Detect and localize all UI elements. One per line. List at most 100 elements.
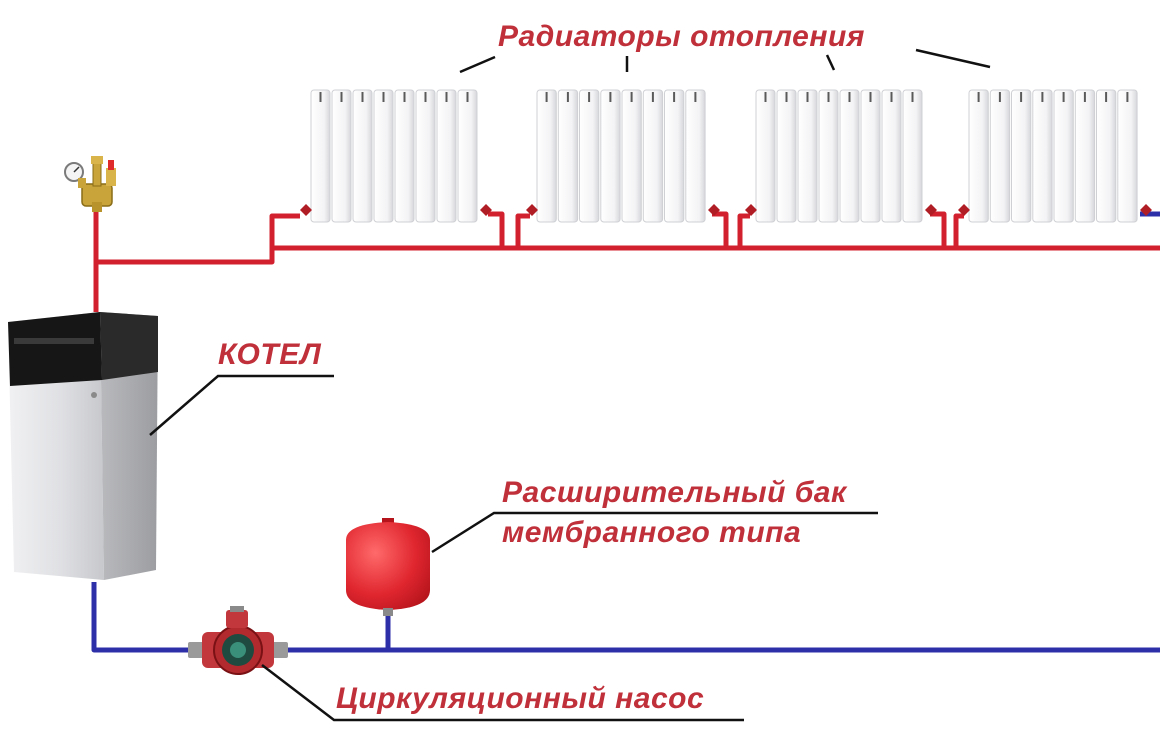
- return-pipes: [91, 211, 1160, 653]
- radiator-section: [839, 89, 860, 223]
- supply-pipes: [93, 200, 1160, 312]
- radiator-section-cap: [977, 92, 980, 102]
- radiator-section: [968, 89, 989, 223]
- supply-main: [96, 245, 1160, 265]
- radiator-4-icon: [958, 89, 1152, 223]
- radiator-section: [1011, 89, 1032, 223]
- boiler-label: КОТЕЛ: [218, 338, 322, 371]
- radiator-3-outlet-pipe: [930, 211, 947, 248]
- radiator-section: [1074, 89, 1096, 223]
- radiator-section-cap: [869, 92, 872, 102]
- radiator-section: [373, 89, 394, 223]
- radiator-section-cap: [319, 92, 322, 102]
- radiator-section: [755, 89, 776, 223]
- radiator-valve-icon: [526, 204, 538, 216]
- boiler-icon: [8, 312, 158, 580]
- radiator-1-inlet-pipe: [269, 213, 300, 248]
- radiator-valve-icon: [708, 204, 720, 216]
- radiators-leader-4: [915, 48, 991, 69]
- pump-label: Циркуляционный насос: [336, 682, 705, 715]
- radiator-section: [642, 89, 664, 223]
- radiator-2-inlet-pipe: [515, 213, 530, 248]
- radiators-group: [300, 89, 1152, 223]
- safety-group-icon: [64, 156, 116, 212]
- radiator-section-cap: [1126, 92, 1129, 102]
- radiator-section: [457, 89, 478, 223]
- radiator-section: [1053, 89, 1074, 223]
- radiator-section-cap: [848, 92, 851, 102]
- radiator-section-cap: [911, 92, 914, 102]
- radiator-section-cap: [382, 92, 385, 102]
- radiator-section-cap: [827, 92, 830, 102]
- radiator-section-cap: [630, 92, 633, 102]
- radiator-section-cap: [764, 92, 767, 102]
- radiator-section-cap: [588, 92, 591, 102]
- radiator-section-cap: [403, 92, 406, 102]
- radiator-section-cap: [673, 92, 676, 102]
- radiator-section: [818, 89, 839, 223]
- radiator-section-cap: [785, 92, 788, 102]
- radiator-section: [536, 89, 557, 223]
- pump-leader: [261, 664, 744, 722]
- radiator-section-cap: [1062, 92, 1065, 102]
- expansion-tank-icon: [346, 518, 430, 616]
- radiator-section: [394, 89, 415, 223]
- radiator-section-cap: [445, 92, 448, 102]
- radiator-section-cap: [1083, 92, 1086, 102]
- radiator-section: [415, 89, 436, 223]
- radiator-valve-icon: [300, 204, 312, 216]
- radiator-section: [310, 89, 331, 223]
- radiator-section: [989, 89, 1011, 223]
- tank-label-line1: Расширительный бак: [502, 476, 847, 509]
- radiator-section: [352, 89, 373, 223]
- radiators-label: Радиаторы отопления: [498, 20, 865, 53]
- radiator-2-outlet-pipe: [712, 211, 729, 248]
- radiator-section: [1032, 89, 1053, 223]
- radiator-section-cap: [998, 92, 1001, 102]
- radiator-section: [797, 89, 818, 223]
- radiator-section-cap: [1105, 92, 1108, 102]
- radiators-leader-3: [825, 54, 836, 71]
- radiator-section: [331, 89, 352, 223]
- tank-leader: [431, 511, 878, 554]
- radiator-section-cap: [566, 92, 569, 102]
- radiator-1-icon: [300, 89, 492, 223]
- radiator-section-cap: [340, 92, 343, 102]
- radiator-1-outlet-pipe: [488, 211, 505, 248]
- radiator-section: [664, 89, 685, 223]
- radiator-2-icon: [526, 89, 720, 223]
- radiator-section-cap: [361, 92, 364, 102]
- radiator-valve-icon: [925, 204, 937, 216]
- radiator-section: [776, 89, 797, 223]
- radiator-section-cap: [694, 92, 697, 102]
- radiator-section-cap: [424, 92, 427, 102]
- leader-lines: [149, 48, 991, 722]
- radiator-section: [685, 89, 706, 223]
- radiator-3-inlet-pipe: [737, 213, 750, 248]
- radiator-section-cap: [1041, 92, 1044, 102]
- boiler-leader: [149, 374, 334, 436]
- return-main: [91, 582, 1160, 653]
- radiator-section: [902, 89, 923, 223]
- radiator-3-icon: [745, 89, 937, 223]
- tank-label-line2: мембранного типа: [502, 516, 802, 549]
- radiator-section: [557, 89, 579, 223]
- circulation-pump-icon: [188, 606, 288, 675]
- radiator-section-cap: [1020, 92, 1023, 102]
- radiator-4-inlet-pipe: [953, 213, 964, 248]
- radiator-section: [860, 89, 881, 223]
- radiator-section-cap: [806, 92, 809, 102]
- radiator-section-cap: [651, 92, 654, 102]
- radiator-valve-icon: [745, 204, 757, 216]
- radiator-section-cap: [890, 92, 893, 102]
- radiator-section: [600, 89, 621, 223]
- radiator-section-cap: [609, 92, 612, 102]
- radiator-section-cap: [466, 92, 469, 102]
- radiator-section: [1096, 89, 1117, 223]
- radiators-leader-1: [459, 55, 496, 74]
- radiator-section-cap: [545, 92, 548, 102]
- radiator-section: [621, 89, 642, 223]
- radiator-valve-icon: [958, 204, 970, 216]
- radiator-section: [1117, 89, 1138, 223]
